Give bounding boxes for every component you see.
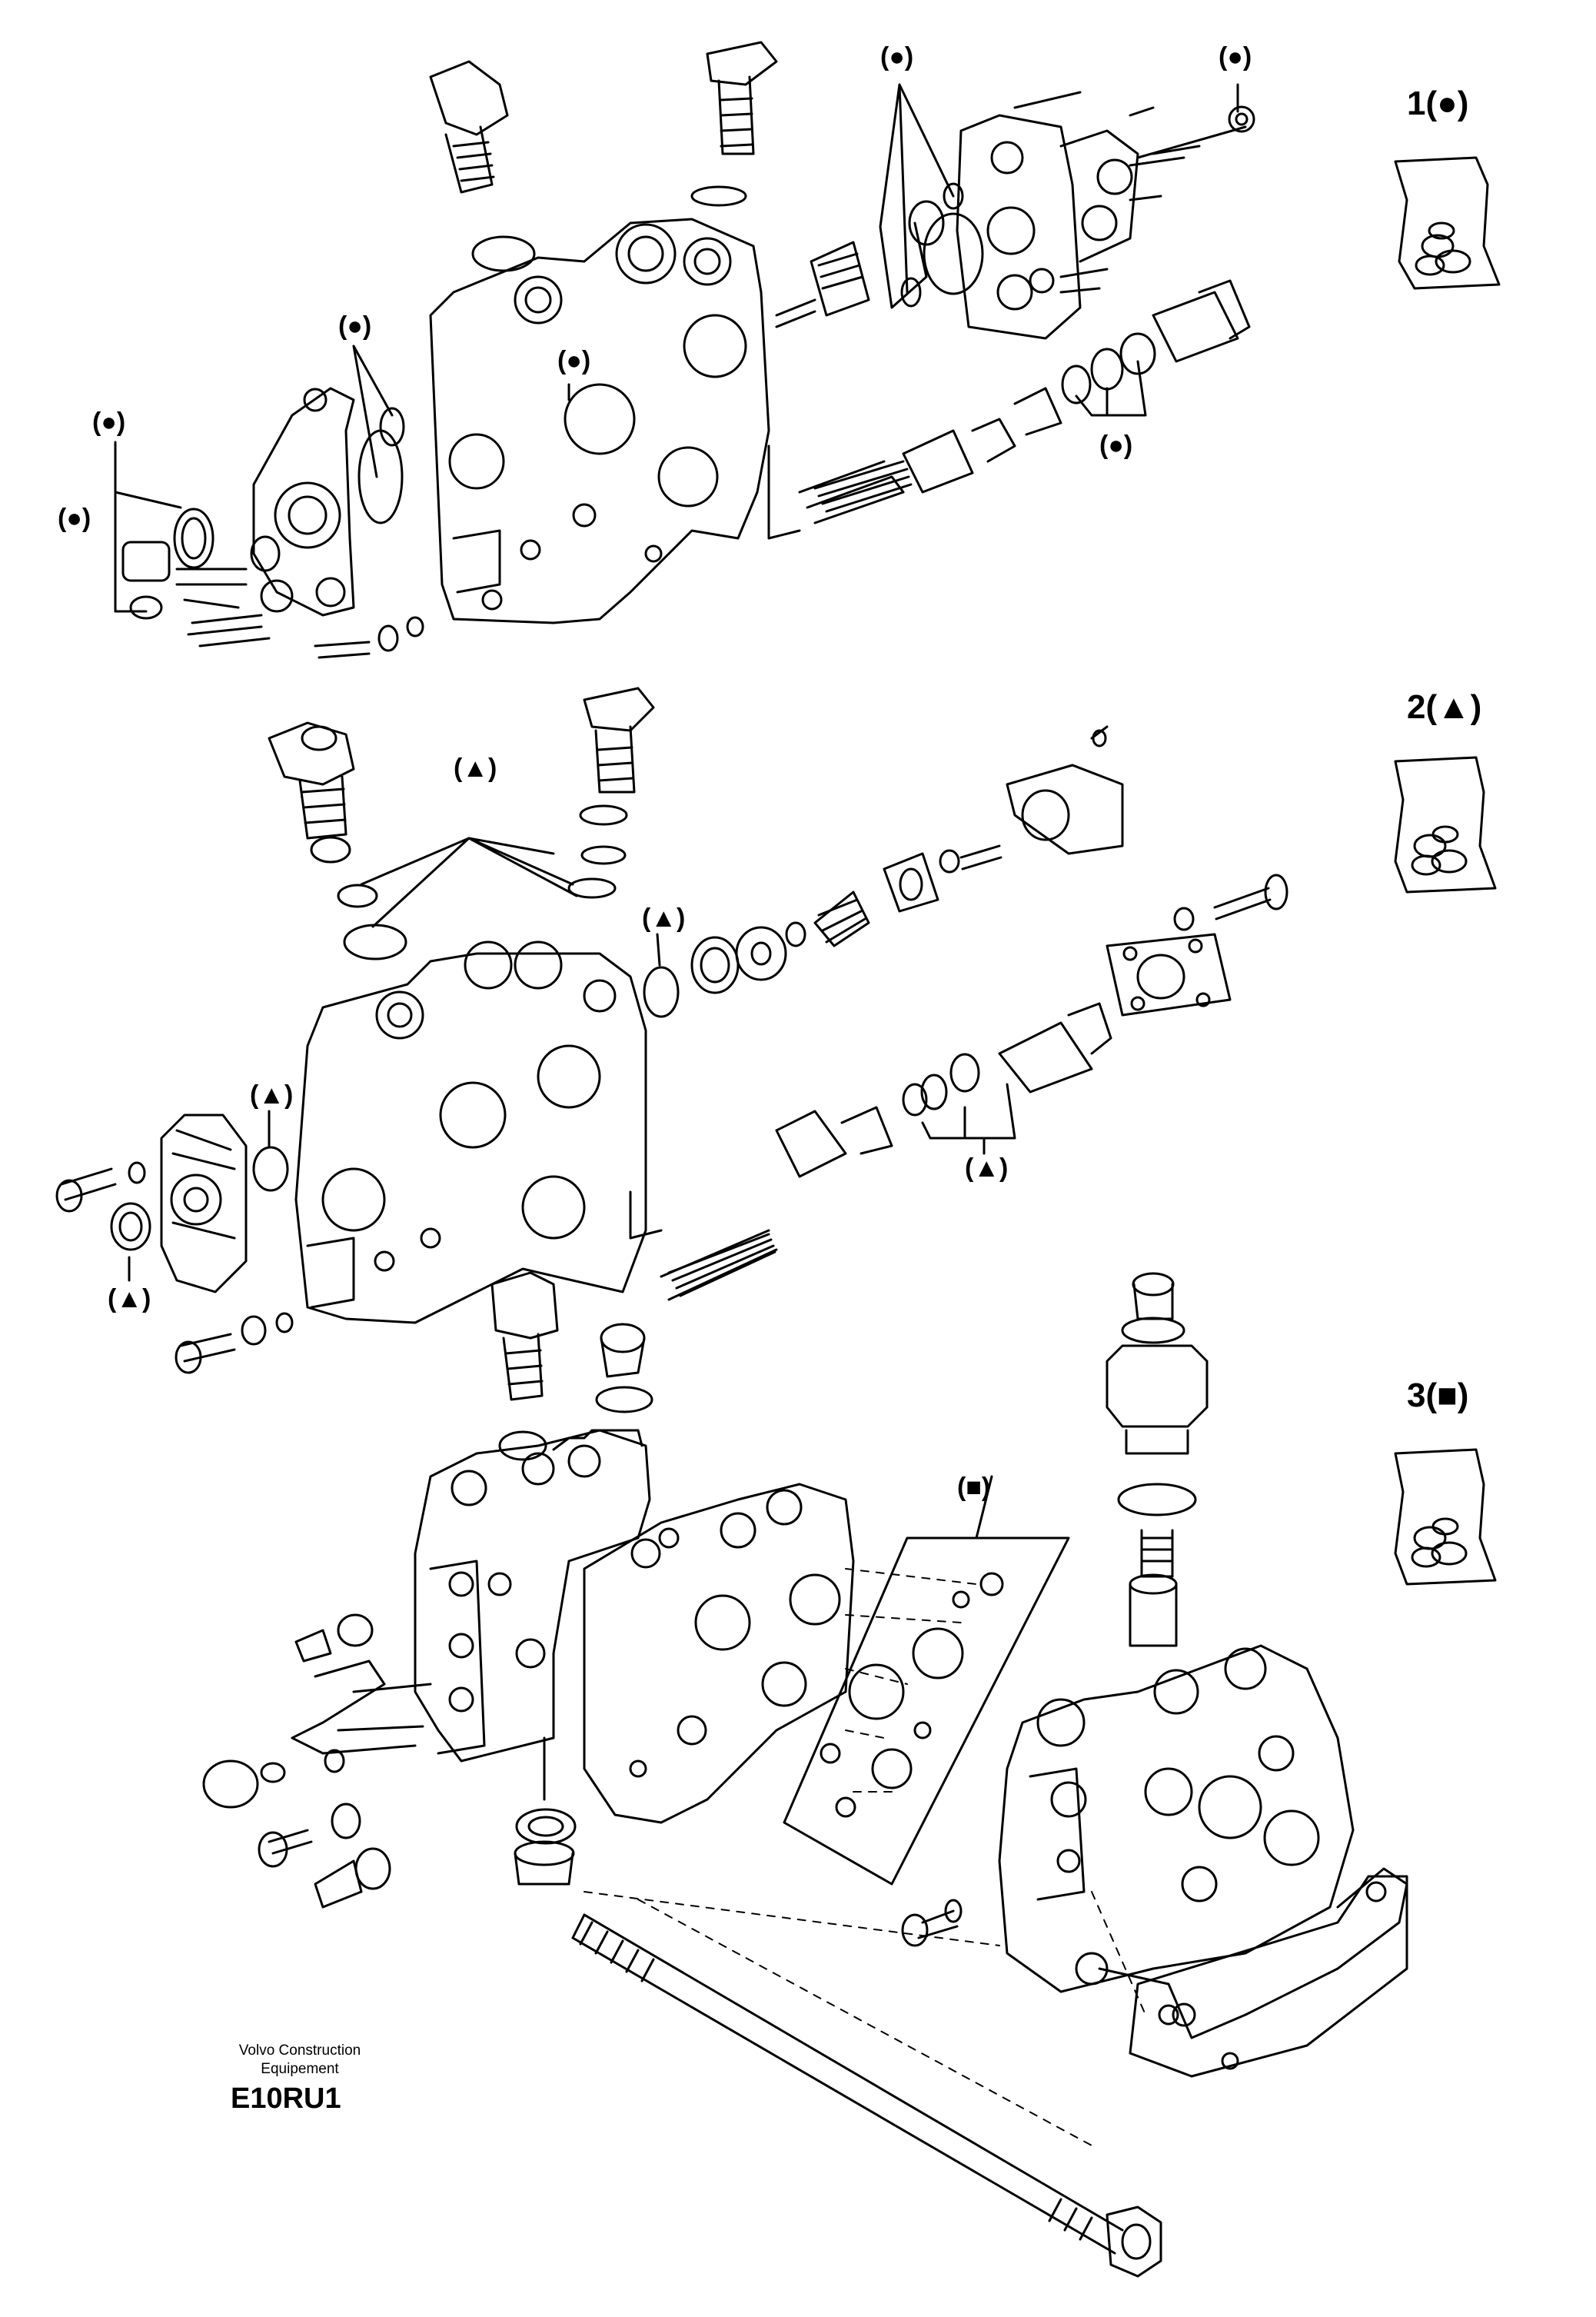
kit-symbol: (●)	[1425, 85, 1469, 122]
valve-body-3b	[583, 1483, 855, 1824]
callout-triangle: (▲)	[108, 1284, 151, 1313]
callout-dot: (●)	[92, 408, 126, 437]
valve-body-3c	[998, 1644, 1355, 1993]
callout-triangle: (▲)	[454, 754, 497, 783]
section-3-assembly	[202, 1271, 1497, 2278]
kit-label-3: 3(■)	[1407, 1377, 1468, 1415]
kit-label-1: 1(●)	[1407, 85, 1468, 123]
spool-1	[775, 241, 1062, 524]
relief-valve-3b	[1106, 1272, 1209, 1647]
side-cover-1	[956, 114, 1139, 340]
flange-2	[1106, 933, 1232, 1017]
kit-number: 1	[1407, 85, 1426, 122]
relief-valve-2a	[268, 721, 407, 960]
callout-dot: (●)	[338, 311, 372, 341]
kit-number: 3	[1407, 1377, 1426, 1414]
cap-2	[1006, 725, 1124, 855]
callout-square: (■)	[957, 1473, 991, 1502]
kit-bag-2	[1394, 756, 1497, 894]
brand-caption: Volvo Construction Equipement	[223, 2042, 377, 2079]
valve-body-2	[294, 952, 647, 1324]
callout-triangle: (▲)	[642, 904, 686, 933]
kit-symbol: (■)	[1425, 1377, 1469, 1414]
brand-line-1: Volvo Construction	[238, 2042, 361, 2059]
relief-valve-1b	[690, 41, 778, 207]
valve-body-1	[429, 218, 770, 624]
end-cover-1	[252, 387, 355, 617]
callout-triangle: (▲)	[250, 1080, 294, 1110]
plug-3a	[595, 1323, 653, 1413]
kit-number: 2	[1407, 688, 1426, 726]
section-2-assembly	[55, 687, 1497, 1374]
callout-dot: (●)	[1099, 431, 1133, 460]
callout-dot: (●)	[1219, 42, 1252, 72]
tie-rod-3	[571, 1913, 1162, 2278]
end-cover-2	[160, 1114, 248, 1293]
relief-valve-3a	[490, 1271, 559, 1461]
kit-bag-3	[1394, 1448, 1497, 1586]
drawing-code: E10RU1	[231, 2082, 341, 2115]
section-1-assembly	[114, 41, 1501, 659]
relief-valve-1a	[429, 60, 536, 272]
callout-triangle: (▲)	[965, 1154, 1009, 1183]
kit-symbol: (▲)	[1425, 688, 1482, 726]
valve-body-3a	[414, 1429, 651, 1763]
gasket-3	[783, 1536, 1070, 1886]
mounting-plate-3	[1129, 1875, 1408, 2078]
callout-dot: (●)	[880, 42, 914, 72]
kit-label-2: 2(▲)	[1407, 688, 1481, 727]
relief-valve-2b	[567, 687, 655, 899]
brand-line-2: Equipement	[261, 2061, 339, 2077]
spool-2	[690, 844, 1002, 994]
plug-left-1	[121, 508, 281, 620]
callout-dot: (●)	[557, 346, 591, 375]
callout-dot: (●)	[58, 504, 91, 533]
kit-bag-1	[1394, 156, 1501, 290]
